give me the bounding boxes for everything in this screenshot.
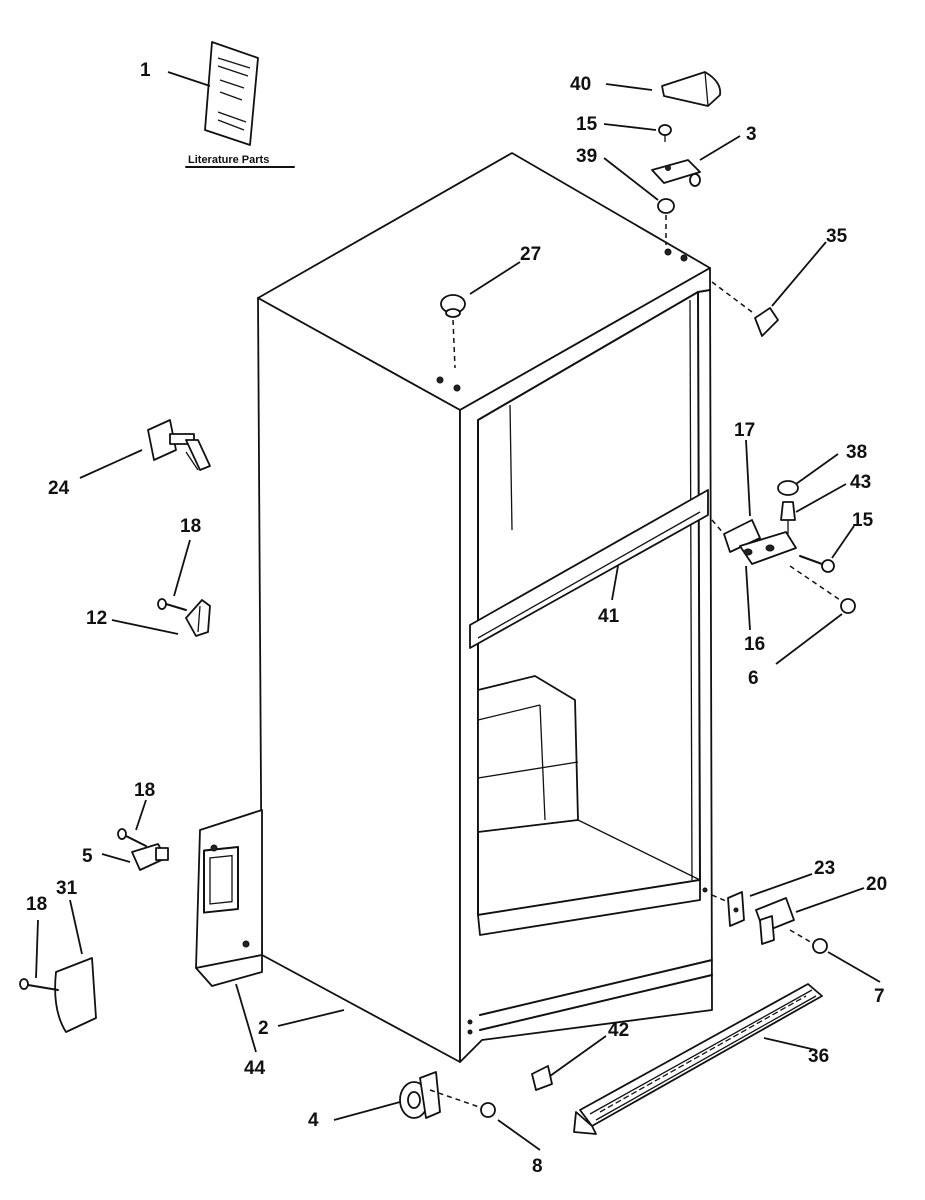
rear-panel-44: [195, 809, 263, 987]
literature-booklet: [204, 41, 259, 146]
callout-23: 23: [814, 858, 835, 879]
part-6-screw: [840, 598, 856, 614]
callout-15-b: 15: [852, 510, 874, 531]
callout-3: 3: [746, 124, 757, 145]
callout-4: 4: [308, 1110, 319, 1131]
part-18-screw-b: [117, 828, 147, 847]
part-31-cover: [54, 957, 97, 1033]
part-8-screw: [480, 1102, 496, 1118]
callout-6: 6: [748, 668, 759, 689]
callout-27: 27: [520, 244, 541, 265]
part-35-cap: [754, 307, 779, 337]
literature-caption: Literature Parts: [188, 154, 269, 166]
callout-36: 36: [808, 1046, 829, 1067]
callout-43: 43: [850, 472, 871, 493]
callout-40: 40: [570, 74, 591, 95]
part-38-washer: [777, 480, 799, 496]
part-24-bracket: [147, 419, 211, 471]
callout-8: 8: [532, 1156, 543, 1177]
part-3-top-hinge: [651, 159, 701, 187]
part-5-bracket: [131, 843, 169, 871]
callout-18: 18: [180, 516, 201, 537]
callout-12: 12: [86, 608, 107, 629]
callout-24: 24: [48, 478, 70, 499]
callout-18-c: 18: [26, 894, 47, 915]
callout-7: 7: [874, 986, 885, 1007]
callout-5: 5: [82, 846, 93, 867]
part-20-bottom-hinge: [755, 897, 795, 945]
callout-17: 17: [734, 420, 755, 441]
part-43-pin: [780, 501, 796, 534]
callout-20: 20: [866, 874, 887, 895]
part-36-toe-grille: [573, 983, 823, 1135]
part-27-plug: [440, 294, 466, 318]
callout-41: 41: [598, 606, 620, 627]
part-15-screw-b: [799, 555, 835, 573]
part-42-clip: [531, 1065, 553, 1091]
part-4-roller: [399, 1071, 441, 1119]
callout-1: 1: [140, 60, 151, 81]
part-15-screw-top: [658, 124, 672, 142]
callout-16: 16: [744, 634, 765, 655]
part-18-screw-a: [157, 598, 187, 611]
part-12-latch: [185, 599, 211, 637]
callout-42: 42: [608, 1020, 629, 1041]
callout-44: 44: [244, 1058, 266, 1079]
callout-18-b: 18: [134, 780, 155, 801]
part-17-center-hinge: [723, 519, 797, 565]
callout-2: 2: [258, 1018, 269, 1039]
part-40-hinge-cover: [661, 71, 722, 107]
leader-lines: [35, 71, 881, 1151]
callout-15: 15: [576, 114, 598, 135]
callout-39: 39: [576, 146, 597, 167]
part-39-spacer: [657, 198, 675, 214]
callout-labels: 1 40 15 3 39 27 35 24 18 12 17 38 43 15 …: [26, 60, 887, 1177]
part-7-screw: [812, 938, 828, 954]
callout-31: 31: [56, 878, 78, 899]
callout-35: 35: [826, 226, 848, 247]
callout-38: 38: [846, 442, 867, 463]
part-18-screw-c: [19, 978, 59, 991]
part-23-shim: [727, 891, 745, 927]
refrigerator-cabinet: [257, 152, 713, 1063]
